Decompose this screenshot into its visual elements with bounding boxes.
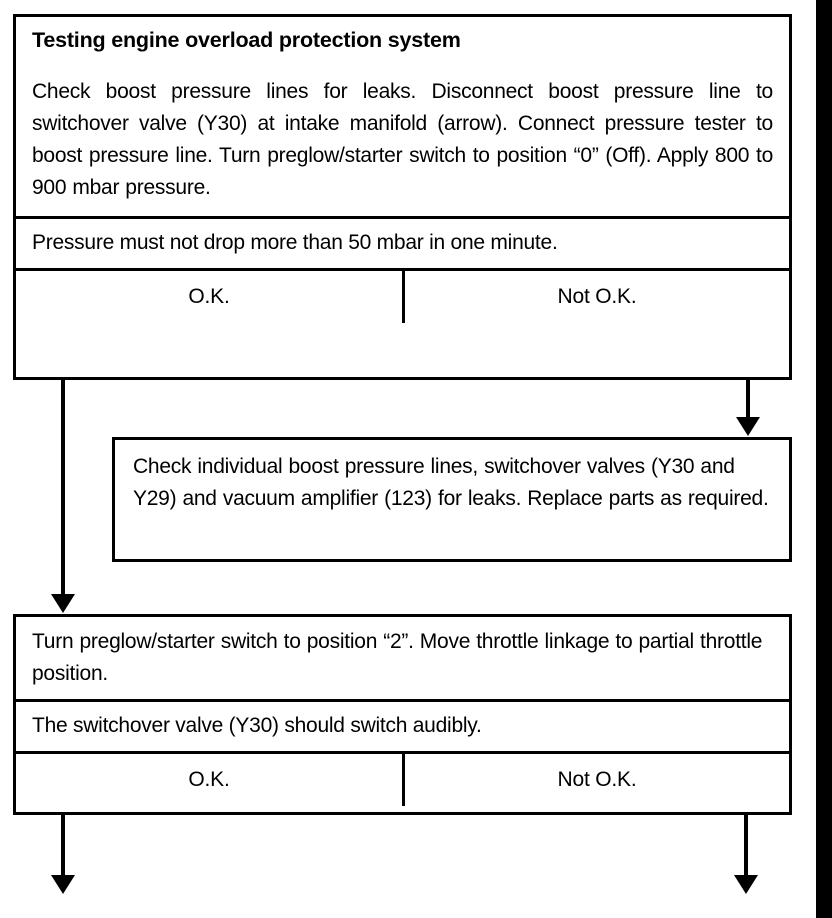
step-3-result-row: O.K. Not O.K. xyxy=(16,751,789,807)
step-1-title: Testing engine overload protection syste… xyxy=(32,28,461,52)
connector-step3-notok-arrowhead xyxy=(734,875,758,894)
step-1-body: Testing engine overload protection syste… xyxy=(16,17,789,216)
step-1-result-not-ok[interactable]: Not O.K. xyxy=(402,270,789,323)
step-3-result-not-ok[interactable]: Not O.K. xyxy=(402,754,789,807)
connector-step3-notok-line xyxy=(744,815,748,877)
step-3-criterion: The switchover valve (Y30) should switch… xyxy=(16,698,789,751)
connector-step1-notok-arrowhead xyxy=(736,417,760,436)
step-2-instruction: Check individual boost pressure lines, s… xyxy=(133,455,769,510)
step-1-result-row: O.K. Not O.K. xyxy=(16,267,789,323)
scan-edge-artifact xyxy=(816,0,832,918)
step-2-box: Check individual boost pressure lines, s… xyxy=(112,437,792,562)
step-1-criterion: Pressure must not drop more than 50 mbar… xyxy=(16,215,789,268)
connector-step1-ok-arrowhead xyxy=(51,594,75,613)
step-1-result-ok[interactable]: O.K. xyxy=(188,284,230,308)
step-3-instruction: Turn preglow/starter switch to position … xyxy=(32,630,763,685)
connector-step1-ok-line xyxy=(61,380,65,596)
step-3-box: Turn preglow/starter switch to position … xyxy=(13,614,792,815)
step-1-box: Testing engine overload protection syste… xyxy=(13,14,792,380)
connector-step1-notok-line xyxy=(746,380,750,419)
connector-step3-ok-arrowhead xyxy=(51,875,75,894)
step-1-instruction: Check boost pressure lines for leaks. Di… xyxy=(32,79,773,199)
step-3-result-ok[interactable]: O.K. xyxy=(188,768,230,792)
connector-step3-ok-line xyxy=(61,815,65,877)
